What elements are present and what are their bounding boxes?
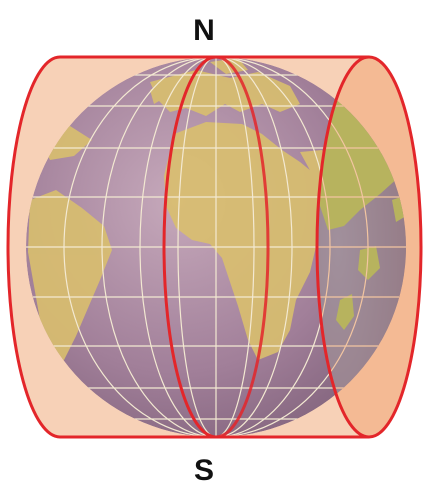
south-pole-label: S [194,454,214,485]
north-pole-label: N [193,14,215,47]
